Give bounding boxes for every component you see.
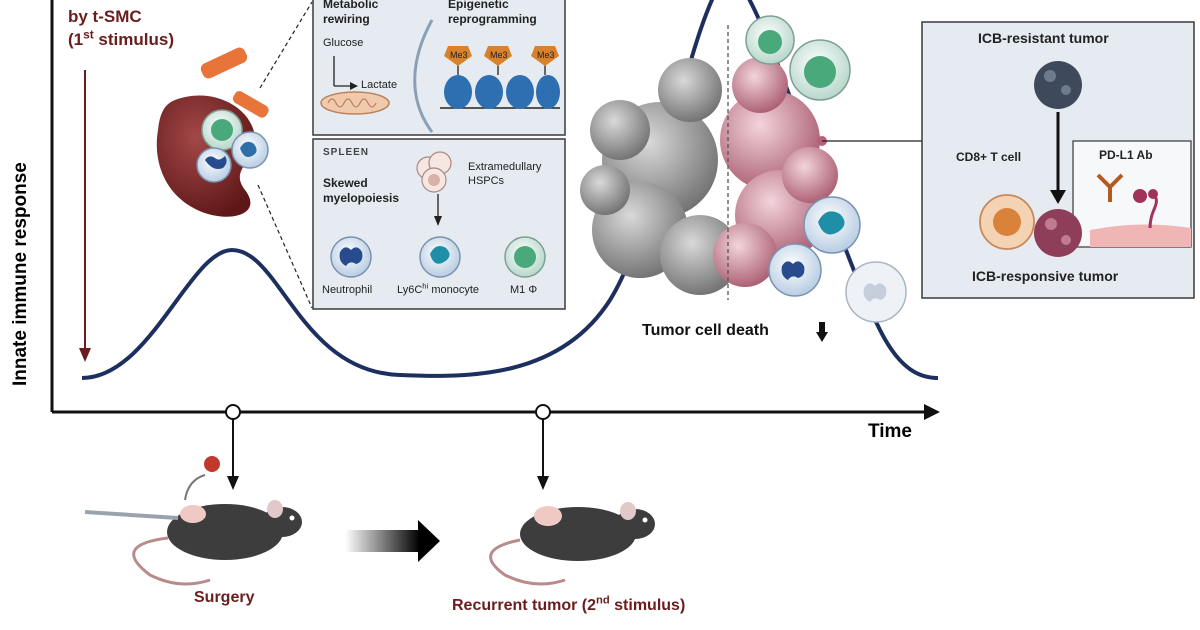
stimulus-label-pre: (1 [68,30,84,49]
x-axis-arrowhead [924,404,940,420]
surgery-mouse-illustration [84,456,302,586]
cd8-t-cell-icon [979,194,1035,250]
stimulus-label-post: stimulus) [93,30,174,49]
icb-responsive-label: ICB-responsive tumor [972,268,1119,284]
t-smc-bar-icon [200,47,248,79]
tumor-illustration [580,15,907,323]
icb-down-arrowhead [1050,190,1066,204]
recurrence-down-arrowhead [537,476,549,490]
tumor-death-label: Tumor cell death [642,322,769,339]
me3-label: Me3 [490,50,508,60]
progression-arrow [345,530,420,552]
hspc-cluster-icon [416,151,452,226]
icb-responsive-cell-icon [1034,209,1082,257]
metabolic-label: Metabolic [323,0,379,11]
myelopoiesis-label: myelopoiesis [323,191,400,205]
me3-label: Me3 [537,50,555,60]
icb-resistant-cell-icon [1034,61,1082,109]
zoom-leader-top [259,1,313,89]
pd-l1-receptor-icon [1133,189,1158,229]
cell-membrane [1090,224,1191,247]
recurrent-label-pre: Recurrent tumor (2 [452,597,597,614]
monocyte-label-post: monocyte [428,284,480,296]
macrophage-label: M1 Φ [510,284,538,296]
recurrent-tumor-mouse-illustration [489,502,655,586]
antibody-icon [1096,173,1124,202]
monocyte-icon [419,236,461,278]
epigenetic-drawing [440,46,560,109]
cd8-label: CD8+ T cell [956,150,1022,164]
lactate-label: Lactate [361,79,398,91]
surgery-label: Surgery [194,589,255,606]
resected-tumor-icon [204,456,220,472]
skewed-label: Skewed [323,176,368,190]
zoom-leader-bottom [257,184,313,309]
monocyte-label: Ly6Chi monocyte [397,281,480,296]
monocyte-label-sup: hi [422,281,429,291]
t-smc-bar-icon [232,91,269,118]
recurrent-label-sup: nd [596,594,610,607]
recurrent-label-post: stimulus) [609,597,686,614]
scalpel-icon [84,510,179,520]
stimulus-label-sup: st [83,27,94,42]
me3-badge-icon [444,46,472,66]
y-axis-label: Innate immune response [10,162,31,386]
glucose-label: Glucose [323,37,364,49]
stimulus-arrowhead [79,348,91,362]
stimulus-label-line1: by t-SMC [68,7,142,26]
metabolic-drawing [320,19,434,133]
surgery-marker [225,404,241,420]
recurrent-label: Recurrent tumor (2nd stimulus) [452,594,686,615]
spleen-illustration [156,47,269,217]
epigenetic-label: Epigenetic [448,0,509,11]
progression-arrowhead [418,520,440,562]
m1-macrophage-icon [504,236,546,278]
me3-badge-icon [531,46,559,66]
stimulus-label-line2: (1st stimulus) [68,27,174,50]
tumor-death-up-arrow-icon [816,322,828,342]
pdl1-label: PD-L1 Ab [1099,148,1153,162]
x-axis-label: Time [868,421,913,442]
rewiring-label: rewiring [323,12,370,26]
hspcs-label: HSPCs [468,175,505,187]
reprogramming-label: reprogramming [448,12,537,26]
me3-label: Me3 [450,50,468,60]
surgery-down-arrowhead [227,476,239,490]
icb-resistant-label: ICB-resistant tumor [978,30,1109,46]
neutrophil-label: Neutrophil [322,284,373,296]
spleen-title: SPLEEN [323,147,370,158]
monocyte-label-pre: Ly6C [397,284,423,296]
recurrence-marker [535,404,551,420]
neutrophil-icon [330,236,372,278]
me3-badge-icon [484,46,512,66]
extramedullary-label: Extramedullary [468,161,542,173]
